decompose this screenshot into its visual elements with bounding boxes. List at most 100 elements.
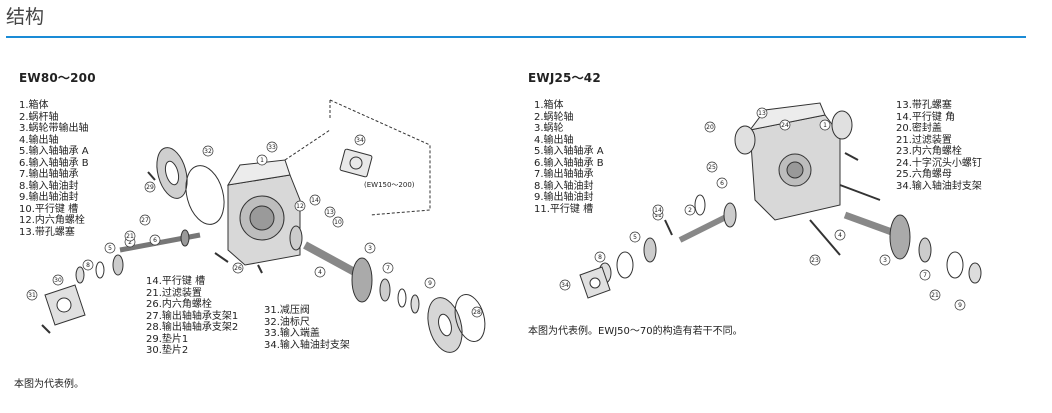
- left-callout-circle: [354, 134, 366, 146]
- right-part-item: 13.带孔螺塞: [896, 100, 952, 111]
- right-part-item: 24.十字沉头小螺钉: [896, 157, 982, 169]
- right-part-item: 21.过滤装置: [896, 134, 952, 146]
- right-callout-label: 23: [811, 257, 819, 264]
- left-callout-label: 2: [128, 239, 132, 246]
- right-callout-circle: [629, 231, 641, 243]
- right-callout-label: 13: [758, 110, 766, 117]
- left-callout-circle: [202, 145, 214, 157]
- left-callout-label: 3: [368, 245, 372, 252]
- right-callout-label: 8: [598, 254, 602, 261]
- right-part-item: 14.平行键 角: [896, 111, 956, 123]
- right-callout-circle: [779, 119, 791, 131]
- right-callout-label: 6: [720, 180, 724, 187]
- left-callout-label: 21: [126, 233, 134, 240]
- left-part-item: 10.平行键 槽: [19, 203, 79, 215]
- left-callout-circle: [382, 262, 394, 274]
- left-callout-label: 30: [54, 277, 62, 284]
- left-callout-label: 12: [296, 203, 304, 210]
- left-callout-circle: [364, 242, 376, 254]
- left-part-item: 13.带孔螺塞: [19, 226, 75, 238]
- right-section-heading: EWJ25～42: [528, 71, 601, 85]
- left-callout-circle: [256, 154, 268, 166]
- left-part-item: 28.输出轴轴承支架2: [146, 322, 239, 333]
- right-callout-label: 3: [883, 257, 887, 264]
- right-callout-circle: [834, 229, 846, 241]
- right-callout-circle: [879, 254, 891, 266]
- left-callout-label: 7: [386, 265, 390, 272]
- left-callout-label: 33: [268, 144, 276, 151]
- left-callout-circle: [144, 181, 156, 193]
- left-callout-circle: [324, 206, 336, 218]
- left-callout-circle: [471, 306, 483, 318]
- right-callout-label: 24: [781, 122, 789, 129]
- right-callout-circle: [819, 119, 831, 131]
- right-callout-circle: [652, 204, 664, 216]
- left-callout-label: 27: [141, 217, 149, 224]
- right-callout-circle: [594, 251, 606, 263]
- right-part-item: 7.输出轴轴承: [534, 169, 594, 180]
- left-callout-label: 29: [146, 184, 154, 191]
- left-callout-circle: [104, 242, 116, 254]
- left-part-item: 34.输入轴油封支架: [264, 339, 350, 351]
- right-callout-label: 25: [708, 164, 716, 171]
- left-part-item: 14.平行键 槽: [146, 276, 206, 287]
- right-caption: 本图为代表例。EWJ50～70的构造有若干不同。: [528, 326, 743, 337]
- left-callout-label: 28: [473, 309, 481, 316]
- left-callout-circle: [139, 214, 151, 226]
- left-callout-label: 13: [326, 209, 334, 216]
- right-callout-circle: [929, 289, 941, 301]
- right-part-item: 3.蜗轮: [534, 123, 564, 134]
- right-callout-circle: [704, 121, 716, 133]
- left-part-item: 32.油标尺: [264, 316, 310, 328]
- left-callout-label: 34: [356, 137, 364, 144]
- right-part-item: 5.输入轴轴承 A: [534, 146, 604, 157]
- left-callout-circle: [309, 194, 321, 206]
- right-callout-label: 34: [561, 282, 569, 289]
- left-part-item: 6.输入轴轴承 B: [19, 157, 89, 169]
- right-callout-label: 5: [633, 234, 637, 241]
- right-callout-label: 4: [838, 232, 842, 239]
- left-part-item: 3.蜗轮带输出轴: [19, 123, 89, 134]
- right-callout-label: 21: [931, 292, 939, 299]
- right-callout-label: 14: [654, 207, 662, 214]
- right-callout-label: 1: [823, 122, 827, 129]
- right-part-item: 34.输入轴油封支架: [896, 180, 982, 192]
- left-part-item: 21.过滤装置: [146, 287, 202, 299]
- right-callout-circle: [954, 299, 966, 311]
- page-title: 结构: [6, 6, 45, 28]
- left-part-item: 33.输入端盖: [264, 328, 320, 339]
- left-callout-circle: [232, 262, 244, 274]
- right-callout-circle: [919, 269, 931, 281]
- right-callout-circle: [809, 254, 821, 266]
- left-part-item: 4.输出轴: [19, 134, 59, 146]
- left-callout-circle: [124, 230, 136, 242]
- left-part-item: 27.输出轴轴承支架1: [146, 310, 239, 322]
- left-part-item: 8.输入轴油封: [19, 180, 79, 192]
- right-callout-circle: [684, 204, 696, 216]
- right-part-item: 8.输入轴油封: [534, 180, 594, 192]
- right-callout-label: 2: [688, 207, 692, 214]
- left-callout-label: 6: [153, 237, 157, 244]
- title-divider: [6, 36, 1026, 38]
- left-callout-label: 14: [311, 197, 319, 204]
- left-callout-circle: [332, 216, 344, 228]
- left-caption: 本图为代表例。: [14, 379, 84, 390]
- left-part-item: 2.蜗杆轴: [19, 111, 59, 123]
- right-callout-label: 11: [654, 212, 662, 219]
- right-callout-label: 9: [958, 302, 962, 309]
- left-part-item: 7.输出轴轴承: [19, 169, 79, 180]
- left-part-item: 5.输入轴轴承 A: [19, 146, 89, 157]
- left-part-item: 12.内六角螺栓: [19, 215, 85, 226]
- right-part-item: 2.蜗轮轴: [534, 111, 574, 123]
- right-callout-circle: [559, 279, 571, 291]
- left-callout-label: 4: [318, 269, 322, 276]
- left-part-item: 30.垫片2: [146, 345, 189, 356]
- right-callout-label: 20: [706, 124, 714, 131]
